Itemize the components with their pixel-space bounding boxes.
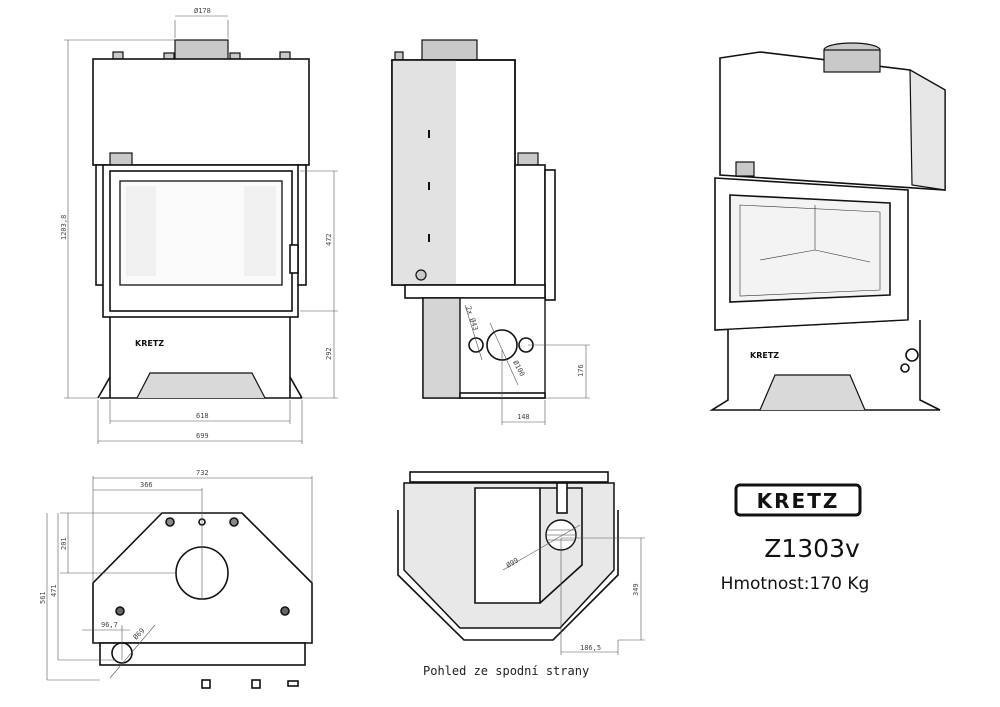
model-name: Z1303v — [764, 534, 860, 563]
dim-total-width: 732 — [196, 469, 209, 477]
front-view: KRETZ Ø178 1203,8 472 292 618 699 — [60, 7, 338, 444]
dim-depth-561: 561 — [39, 591, 47, 604]
dim-depth-471: 471 — [50, 584, 58, 597]
weight-label: Hmotnost:170 Kg — [721, 574, 870, 594]
air-hole-left — [468, 337, 484, 353]
dim-air-offset: 96,7 — [101, 621, 118, 629]
dim-inlet-depth: 349 — [632, 583, 640, 596]
bottom-view-caption: Pohled ze spodní strany — [423, 664, 589, 678]
dim-outer-width: 699 — [196, 432, 209, 440]
dim-base-height: 292 — [325, 347, 333, 360]
dim-inner-width: 618 — [196, 412, 209, 420]
dim-half-width: 366 — [140, 481, 153, 489]
bottom-view: Ø99 349 186,5 Pohled ze spodní strany — [397, 471, 645, 678]
side-view: 2x Ø43 Ø100 176 148 — [391, 39, 590, 425]
dim-inlet-offset: 186,5 — [580, 644, 601, 652]
dim-hole-height: 176 — [577, 364, 585, 377]
base-brand-mark: KRETZ — [135, 339, 164, 348]
upper-casing — [92, 58, 310, 166]
dim-total-height: 1203,8 — [60, 215, 68, 240]
dim-hole-offset: 148 — [517, 413, 530, 421]
top-view: 732 366 201 471 561 96,7 Ø69 — [39, 469, 313, 689]
kretz-logo — [734, 483, 862, 517]
product-info: KRETZ Z1303v Hmotnost:170 Kg — [721, 483, 870, 594]
door-handle[interactable] — [289, 244, 299, 274]
logo-text: KRETZ — [757, 489, 840, 513]
iso-brand-mark: KRETZ — [750, 351, 779, 360]
isometric-view: KRETZ — [709, 42, 946, 411]
dim-flue-diameter: Ø178 — [194, 7, 211, 15]
dim-flue-depth: 201 — [60, 537, 68, 550]
flue-pipe — [174, 39, 229, 61]
dim-door-height: 472 — [325, 233, 333, 246]
